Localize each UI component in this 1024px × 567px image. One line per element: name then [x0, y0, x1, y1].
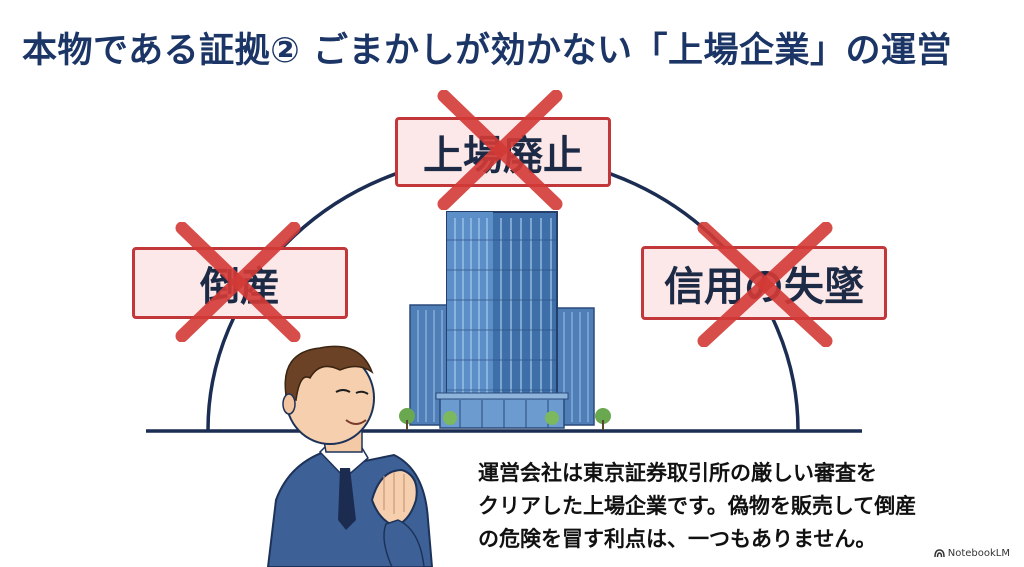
description-line: クリアした上場企業です。偽物を販売して倒産	[478, 494, 917, 518]
risk-label-delisting: 上場廃止	[395, 117, 611, 187]
notebooklm-logo: NotebookLM	[934, 548, 1010, 559]
brand-label: NotebookLM	[947, 548, 1010, 559]
risk-label-bankruptcy-text: 倒産	[200, 264, 280, 310]
risk-label-loss-of-trust: 信用の失墜	[641, 246, 887, 320]
notebooklm-icon	[934, 549, 945, 558]
businessman-illustration	[266, 345, 434, 567]
building-icon	[399, 211, 611, 430]
risk-label-bankruptcy: 倒産	[132, 247, 348, 319]
description-text: 運営会社は東京証券取引所の厳しい審査を クリアした上場企業です。偽物を販売して倒…	[478, 457, 958, 556]
description-line: 運営会社は東京証券取引所の厳しい審査を	[478, 461, 877, 485]
slide-title: 本物である証拠② ごまかしが効かない「上場企業」の運営	[22, 31, 952, 71]
description-line: の危険を冒す利点は、一つもありません。	[478, 527, 877, 551]
risk-label-delisting-text: 上場廃止	[423, 133, 583, 179]
risk-label-loss-of-trust-text: 信用の失墜	[664, 264, 864, 310]
